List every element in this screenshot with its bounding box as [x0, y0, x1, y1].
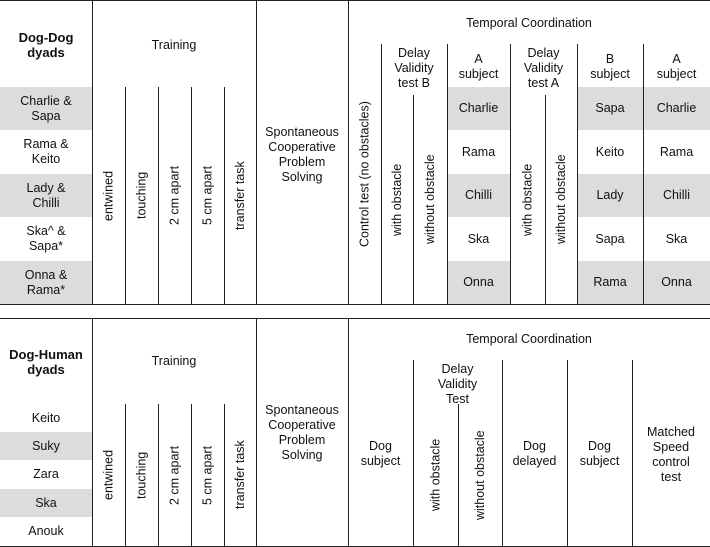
dog-human-group-label: Dog-Human dyads — [9, 347, 83, 377]
a-subject-value: Chilli — [464, 188, 493, 202]
training-task-5cm: 5 cm apart — [200, 165, 215, 226]
delay-a-without-obstacle: without obstacle — [554, 154, 568, 245]
a-subject-2-value: Chilli — [662, 188, 691, 202]
dog-subject-header: Dog subject — [360, 439, 401, 468]
dyad-2: Rama & Keito — [23, 137, 69, 166]
dog-row-2: Suky — [32, 438, 60, 453]
a-subject-value: Charlie — [458, 101, 499, 115]
control-test: Control test (no obstacles) — [357, 101, 372, 247]
dog-row-3: Zara — [33, 467, 59, 481]
dyad-4: Ska^ & Sapa* — [26, 224, 66, 253]
delay-b-without-obstacle: without obstacle — [423, 154, 437, 245]
training-task-touching: touching — [134, 451, 149, 499]
a-subject-value: Ska — [467, 231, 490, 246]
b-subject-header: B subject — [590, 52, 630, 81]
spontaneous-label: Spontaneous Cooperative Problem Solving — [265, 125, 339, 184]
with-obstacle: with obstacle — [428, 438, 443, 512]
training-title: Training — [151, 353, 197, 368]
b-subject-value: Keito — [595, 144, 625, 159]
a-subject-2-value: Onna — [661, 275, 692, 289]
matched-speed-header: Matched Speed control test — [647, 425, 695, 484]
dog-row-5: Anouk — [28, 524, 64, 538]
a-subject-2-value: Ska — [665, 231, 688, 246]
delay-b-with-obstacle: with obstacle — [390, 163, 404, 236]
training-task-entwined: entwined — [101, 449, 116, 501]
training-task-entwined: entwined — [101, 170, 116, 221]
a-subject-header: A subject — [458, 52, 499, 81]
b-subject-value: Sapa — [595, 231, 625, 246]
a-subject-2-header: A subject — [656, 52, 697, 81]
training-task-transfer: transfer task — [233, 161, 247, 230]
spontaneous-label: Spontaneous Cooperative Problem Solving — [265, 403, 339, 462]
training-task-transfer: transfer task — [233, 440, 247, 510]
temporal-title: Temporal Coordination — [466, 331, 592, 346]
a-subject-2-value: Rama — [659, 144, 694, 159]
b-subject-value: Sapa — [595, 101, 625, 115]
delay-validity-b: Delay Validity test B — [394, 45, 434, 90]
without-obstacle: without obstacle — [473, 430, 487, 520]
delay-a-with-obstacle: with obstacle — [520, 163, 535, 236]
a-subject-2-value: Charlie — [656, 101, 697, 115]
b-subject-value: Lady — [596, 188, 624, 202]
dog-delayed-header: Dog delayed — [512, 439, 557, 468]
delay-validity-a: Delay Validity test A — [523, 45, 564, 90]
training-task-2cm: 2 cm apart — [167, 445, 182, 505]
training-title: Training — [151, 37, 197, 52]
dog-row-4: Ska — [35, 495, 57, 510]
b-subject-value: Rama — [593, 275, 627, 289]
delay-validity-test: Delay Validity Test — [437, 361, 478, 406]
dog-row-1: Keito — [31, 410, 61, 425]
temporal-title: Temporal Coordination — [466, 15, 592, 30]
dog-subject-2-header: Dog subject — [579, 439, 620, 468]
dyad-3: Lady & Chilli — [26, 180, 66, 210]
a-subject-value: Rama — [461, 144, 496, 159]
a-subject-value: Onna — [463, 275, 494, 289]
dyad-5: Onna & Rama* — [24, 267, 68, 297]
training-task-2cm: 2 cm apart — [167, 165, 182, 226]
training-task-5cm: 5 cm apart — [200, 445, 215, 505]
training-task-touching: touching — [134, 171, 149, 220]
dog-dog-group-label: Dog-Dog dyads — [18, 30, 74, 60]
dyad-1: Charlie & Sapa — [20, 93, 72, 123]
